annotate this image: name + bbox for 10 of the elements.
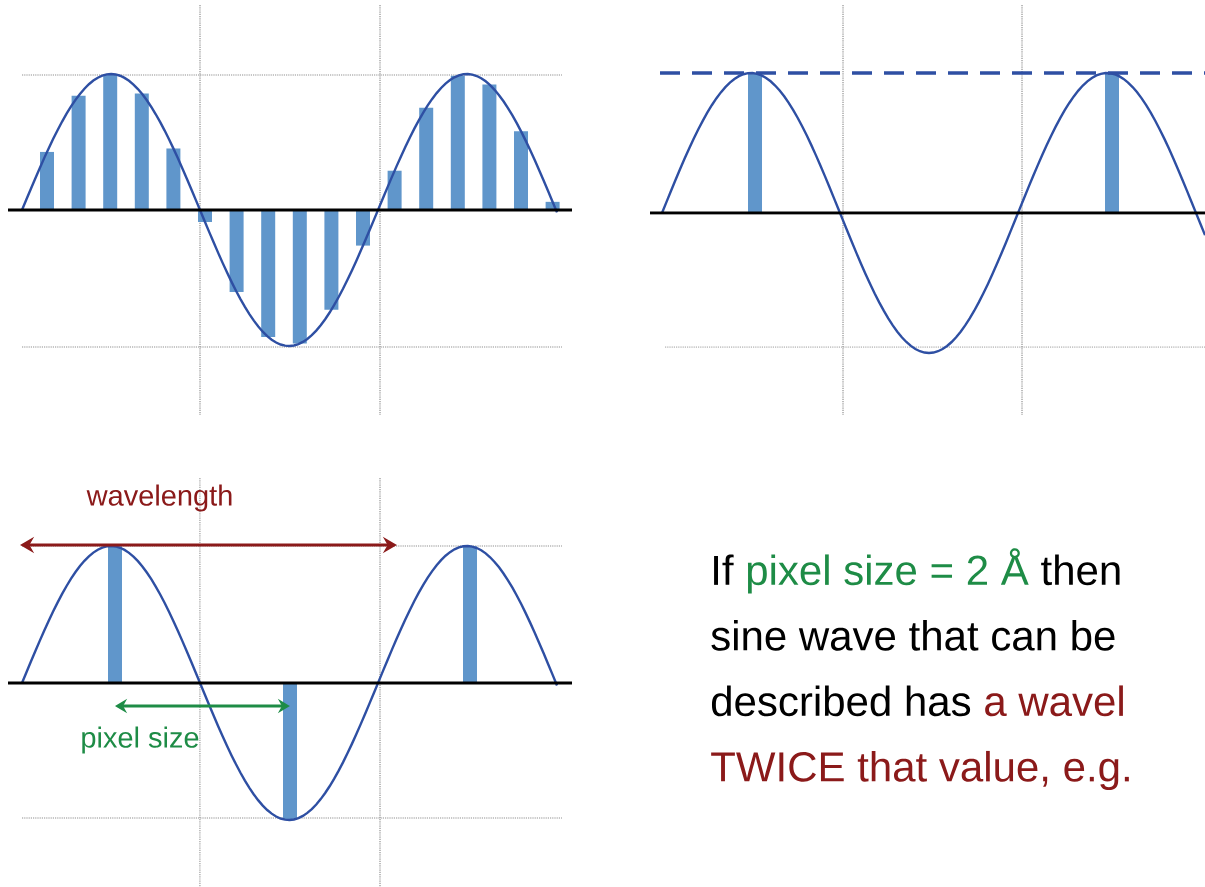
label: a wavel [985, 685, 1123, 717]
label: then [1041, 554, 1120, 586]
label: pixel size = 2 Å [747, 548, 1029, 594]
label: If [714, 554, 734, 585]
label: described has [711, 685, 971, 717]
dimension-label: wavelength [86, 484, 232, 512]
dimension-label: pixel size [82, 726, 199, 754]
paragraph: If pixel size = 2 Å then sine wave that can be described has a wavel TWICE that value, e.g. [711, 548, 1129, 791]
label: TWICE that value, e.g. [711, 750, 1129, 791]
label: sine wave that can be [711, 619, 1115, 651]
